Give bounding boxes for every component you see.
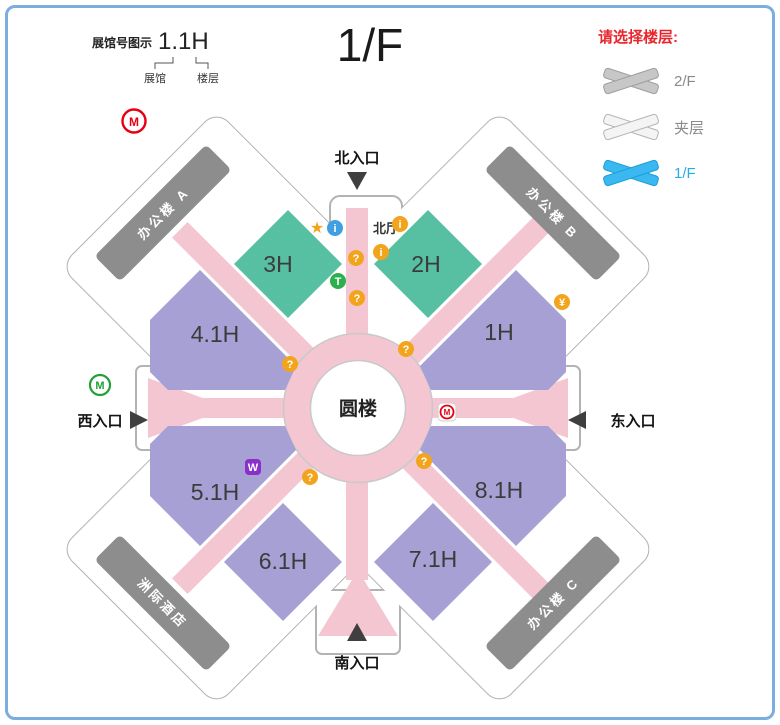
entrances: 北入口 南入口 西入口 东入口 [77, 150, 655, 672]
svg-text:i: i [379, 247, 382, 259]
floor-option-2f-label: 2/F [674, 72, 696, 90]
info-icon-2: ? [349, 290, 365, 306]
floor-mezzanine-clover-icon [603, 113, 659, 141]
floor-picker: 请选择楼层: 2/F 夹层 1/F [598, 26, 763, 201]
office-building-c [486, 536, 620, 670]
hall-6-1h-label: 6.1H [259, 548, 308, 574]
legend-caption: 展馆号图示 [92, 35, 153, 50]
service-icon-amber: i [392, 216, 408, 232]
svg-text:?: ? [307, 472, 314, 484]
corridor-east-flare [486, 378, 568, 438]
hall-2h[interactable] [374, 210, 482, 318]
intercontinental-hotel [96, 536, 230, 670]
west-entrance-arrow-icon [130, 411, 148, 429]
svg-text:i: i [333, 223, 336, 235]
hall-4-1h-label: 4.1H [191, 321, 240, 347]
svg-text:?: ? [287, 359, 294, 371]
hall-7-1h-label: 7.1H [409, 546, 458, 572]
corridor-northeast [401, 214, 552, 365]
metro-logo-red: M [121, 108, 147, 134]
hall-4-1h[interactable] [150, 270, 296, 390]
legend-hall-label: 展馆 [144, 71, 166, 85]
svg-text:?: ? [421, 456, 428, 468]
hall-8-1h[interactable] [420, 426, 566, 546]
corner-buildings: 办公楼 A 办公楼 B 洲际酒店 办公楼 C [96, 146, 620, 670]
restroom-icon: W [245, 459, 261, 475]
hall-1h-label: 1H [484, 319, 513, 345]
svg-text:?: ? [403, 344, 410, 356]
hall-8-1h-label: 8.1H [475, 477, 524, 503]
east-entrance-arrow-icon [568, 411, 586, 429]
south-entrance-label: 南入口 [334, 654, 379, 672]
north-entrance-label: 北入口 [334, 150, 379, 167]
svg-text:i: i [398, 219, 401, 231]
corridor-south [346, 468, 368, 580]
metro-station-icon: M [437, 402, 457, 422]
info-icon-1: ? [348, 250, 364, 266]
svg-text:M: M [129, 115, 139, 129]
office-building-b [486, 146, 620, 280]
svg-text:?: ? [353, 253, 360, 265]
north-entrance-arrow-icon [347, 172, 367, 190]
hall-6-1h[interactable] [224, 503, 342, 621]
svg-text:W: W [248, 462, 259, 474]
svg-text:T: T [335, 276, 342, 288]
round-building-label: 圆楼 [339, 397, 377, 420]
hall-5-1h-label: 5.1H [191, 479, 240, 505]
office-building-a [96, 146, 230, 280]
star-icon: ★ [310, 220, 324, 237]
hall-7-1h[interactable] [374, 503, 492, 621]
corridor-northwest [172, 222, 322, 372]
floor-1f-clover-icon [603, 159, 659, 187]
corridor-north [346, 208, 368, 348]
map-markers: ★ i i i T ¥ W ? ? [245, 216, 570, 485]
floor-picker-title: 请选择楼层: [598, 29, 678, 46]
floor-option-1f-label: 1/F [674, 164, 696, 182]
svg-text:¥: ¥ [559, 297, 566, 309]
corridors [148, 208, 568, 636]
floor-option-1f[interactable]: 1/F [598, 155, 763, 191]
hall-3h[interactable] [234, 210, 342, 318]
svg-text:?: ? [354, 293, 361, 305]
info-icon-5: ? [302, 469, 318, 485]
round-building: 圆楼 [282, 332, 434, 484]
east-entrance-label: 东入口 [610, 412, 655, 430]
halls: 3H 2H 4.1H 1H 5.1H 8.1H 6.1H 7.1H [150, 210, 566, 621]
hall-5-1h[interactable] [150, 426, 296, 546]
floor-option-2f[interactable]: 2/F [598, 63, 763, 99]
hall-number-legend: 展馆号图示 1.1H 展馆 楼层 [92, 28, 302, 93]
svg-text:M: M [95, 380, 104, 392]
info-icon-4: ? [398, 341, 414, 357]
legend-connector: 展馆 楼层 [144, 57, 219, 85]
floor-2f-clover-icon [603, 67, 659, 95]
taxi-icon: T [330, 273, 346, 289]
floor-option-mezzanine-label: 夹层 [674, 119, 705, 137]
hall-3h-label: 3H [263, 251, 292, 277]
legend-floor-label: 楼层 [197, 71, 219, 85]
corridor-west-flare [148, 378, 230, 438]
south-entrance-arrow-icon [347, 623, 367, 641]
metro-logo-green: M [88, 373, 112, 397]
west-entrance-label: 西入口 [77, 413, 122, 430]
corridor-southwest [172, 444, 322, 594]
floor-option-mezzanine[interactable]: 夹层 [598, 109, 763, 145]
info-icon-6: ? [416, 453, 432, 469]
svg-text:M: M [444, 408, 451, 417]
legend-example: 1.1H [158, 28, 209, 55]
shopping-icon: ¥ [554, 294, 570, 310]
corridor-south-flare [318, 570, 398, 636]
hall-1h[interactable] [420, 270, 566, 390]
corridor-southeast [401, 451, 552, 602]
info-icon-3: ? [282, 356, 298, 372]
service-icon-blue: i [327, 220, 343, 236]
service-desk-icon: i [373, 244, 389, 260]
hall-2h-label: 2H [411, 251, 440, 277]
page-title: 1/F [336, 19, 404, 71]
